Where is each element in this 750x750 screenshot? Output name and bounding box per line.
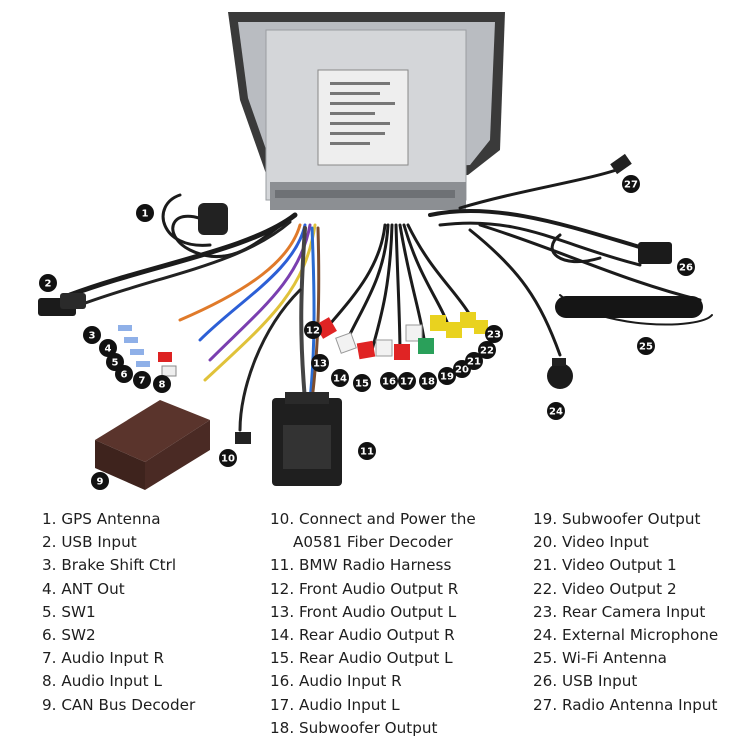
legend-item: 6. SW2 [42, 625, 96, 644]
callout-number: 25 [639, 342, 653, 353]
callout-number: 12 [306, 326, 320, 337]
callout-number: 22 [480, 346, 494, 357]
callout-number: 1 [142, 209, 149, 220]
legend-item: 22. Video Output 2 [533, 579, 677, 598]
callout-number: 7 [139, 376, 146, 387]
legend-item: 14. Rear Audio Output R [270, 625, 455, 644]
callout-23: 23 [485, 325, 503, 343]
legend-column-1: 1. GPS Antenna 2. USB Input 3. Brake Shi… [42, 508, 195, 717]
legend-item: 9. CAN Bus Decoder [42, 695, 196, 714]
callout-number: 8 [159, 380, 166, 391]
legend-item: 8. Audio Input L [42, 672, 162, 691]
callout-number: 11 [360, 447, 374, 458]
callout-number: 2 [45, 279, 52, 290]
wifi-antenna [555, 296, 703, 318]
legend-item: 5. SW1 [42, 602, 96, 621]
callout-number: 18 [421, 377, 435, 388]
legend-item: 7. Audio Input R [42, 649, 165, 668]
callout-number: 21 [467, 357, 481, 368]
callout-number: 10 [221, 454, 235, 465]
callout-number: 13 [313, 359, 327, 370]
callout-1: 1 [136, 204, 154, 222]
callout-number: 5 [112, 358, 119, 369]
legend-item: 16. Audio Input R [270, 672, 402, 691]
legend-item: 24. External Microphone [533, 625, 719, 644]
legend-item: 3. Brake Shift Ctrl [42, 556, 177, 575]
usb-plug-right [638, 242, 672, 264]
callout-number: 23 [487, 330, 501, 341]
legend-column-2: 10. Connect and Power the A0581 Fiber De… [270, 508, 476, 740]
callout-9: 9 [91, 472, 109, 490]
legend-item: 2. USB Input [42, 533, 137, 552]
legend-item-continuation: A0581 Fiber Decoder [293, 533, 453, 552]
legend-item: 18. Subwoofer Output [270, 718, 438, 737]
legend-item: 4. ANT Out [42, 579, 125, 598]
callout-number: 17 [400, 377, 414, 388]
legend-item: 23. Rear Camera Input [533, 602, 706, 621]
legend-item: 20. Video Input [533, 533, 649, 552]
legend-item: 19. Subwoofer Output [533, 510, 701, 528]
callout-16: 16 [380, 372, 398, 390]
callout-6: 6 [115, 365, 133, 383]
rca-plugs [315, 312, 488, 360]
can-bus-decoder [95, 400, 210, 462]
callout-number: 26 [679, 263, 693, 274]
callout-number: 6 [121, 370, 128, 381]
callout-11: 11 [358, 442, 376, 460]
callout-7: 7 [133, 371, 151, 389]
callout-22: 22 [478, 341, 496, 359]
callout-number: 14 [333, 374, 347, 385]
callout-17: 17 [398, 372, 416, 390]
legend-item: 1. GPS Antenna [42, 510, 161, 528]
radio-antenna-plug [610, 153, 632, 175]
callout-18: 18 [419, 372, 437, 390]
legend-item: 25. Wi-Fi Antenna [533, 649, 667, 668]
legend-column-3: 19. Subwoofer Output 20. Video Input 21.… [533, 508, 718, 717]
legend-item: 12. Front Audio Output R [270, 579, 459, 598]
legend-item: 27. Radio Antenna Input [533, 695, 718, 714]
callout-10: 10 [219, 449, 237, 467]
legend-item: 21. Video Output 1 [533, 556, 677, 575]
callout-number: 16 [382, 377, 396, 388]
legend-item: 11. BMW Radio Harness [270, 556, 452, 575]
callout-24: 24 [547, 402, 565, 420]
callout-number: 27 [624, 180, 638, 191]
legend-item: 13. Front Audio Output L [270, 602, 457, 621]
callout-13: 13 [311, 354, 329, 372]
legend-item: 10. Connect and Power the [270, 510, 476, 528]
components [38, 153, 703, 490]
legend-item: 26. USB Input [533, 672, 638, 691]
callout-4: 4 [99, 339, 117, 357]
legend-item: 15. Rear Audio Output L [270, 649, 453, 668]
callout-26: 26 [677, 258, 695, 276]
callout-number: 15 [355, 379, 369, 390]
callout-number: 9 [97, 477, 104, 488]
callout-number: 24 [549, 407, 563, 418]
callout-2: 2 [39, 274, 57, 292]
callout-3: 3 [83, 326, 101, 344]
gps-antenna-puck [198, 203, 228, 235]
callout-19: 19 [438, 367, 456, 385]
callout-12: 12 [304, 321, 322, 339]
callout-15: 15 [353, 374, 371, 392]
callout-number: 3 [89, 331, 96, 342]
callout-27: 27 [622, 175, 640, 193]
head-unit [228, 12, 505, 210]
callout-21: 21 [465, 352, 483, 370]
callout-number: 4 [105, 344, 112, 355]
callout-8: 8 [153, 375, 171, 393]
external-microphone [547, 363, 573, 389]
callout-25: 25 [637, 337, 655, 355]
fiber-decoder-connector [235, 432, 251, 444]
callout-number: 19 [440, 372, 454, 383]
callout-14: 14 [331, 369, 349, 387]
callout-number: 20 [455, 365, 469, 376]
legend-item: 17. Audio Input L [270, 695, 400, 714]
